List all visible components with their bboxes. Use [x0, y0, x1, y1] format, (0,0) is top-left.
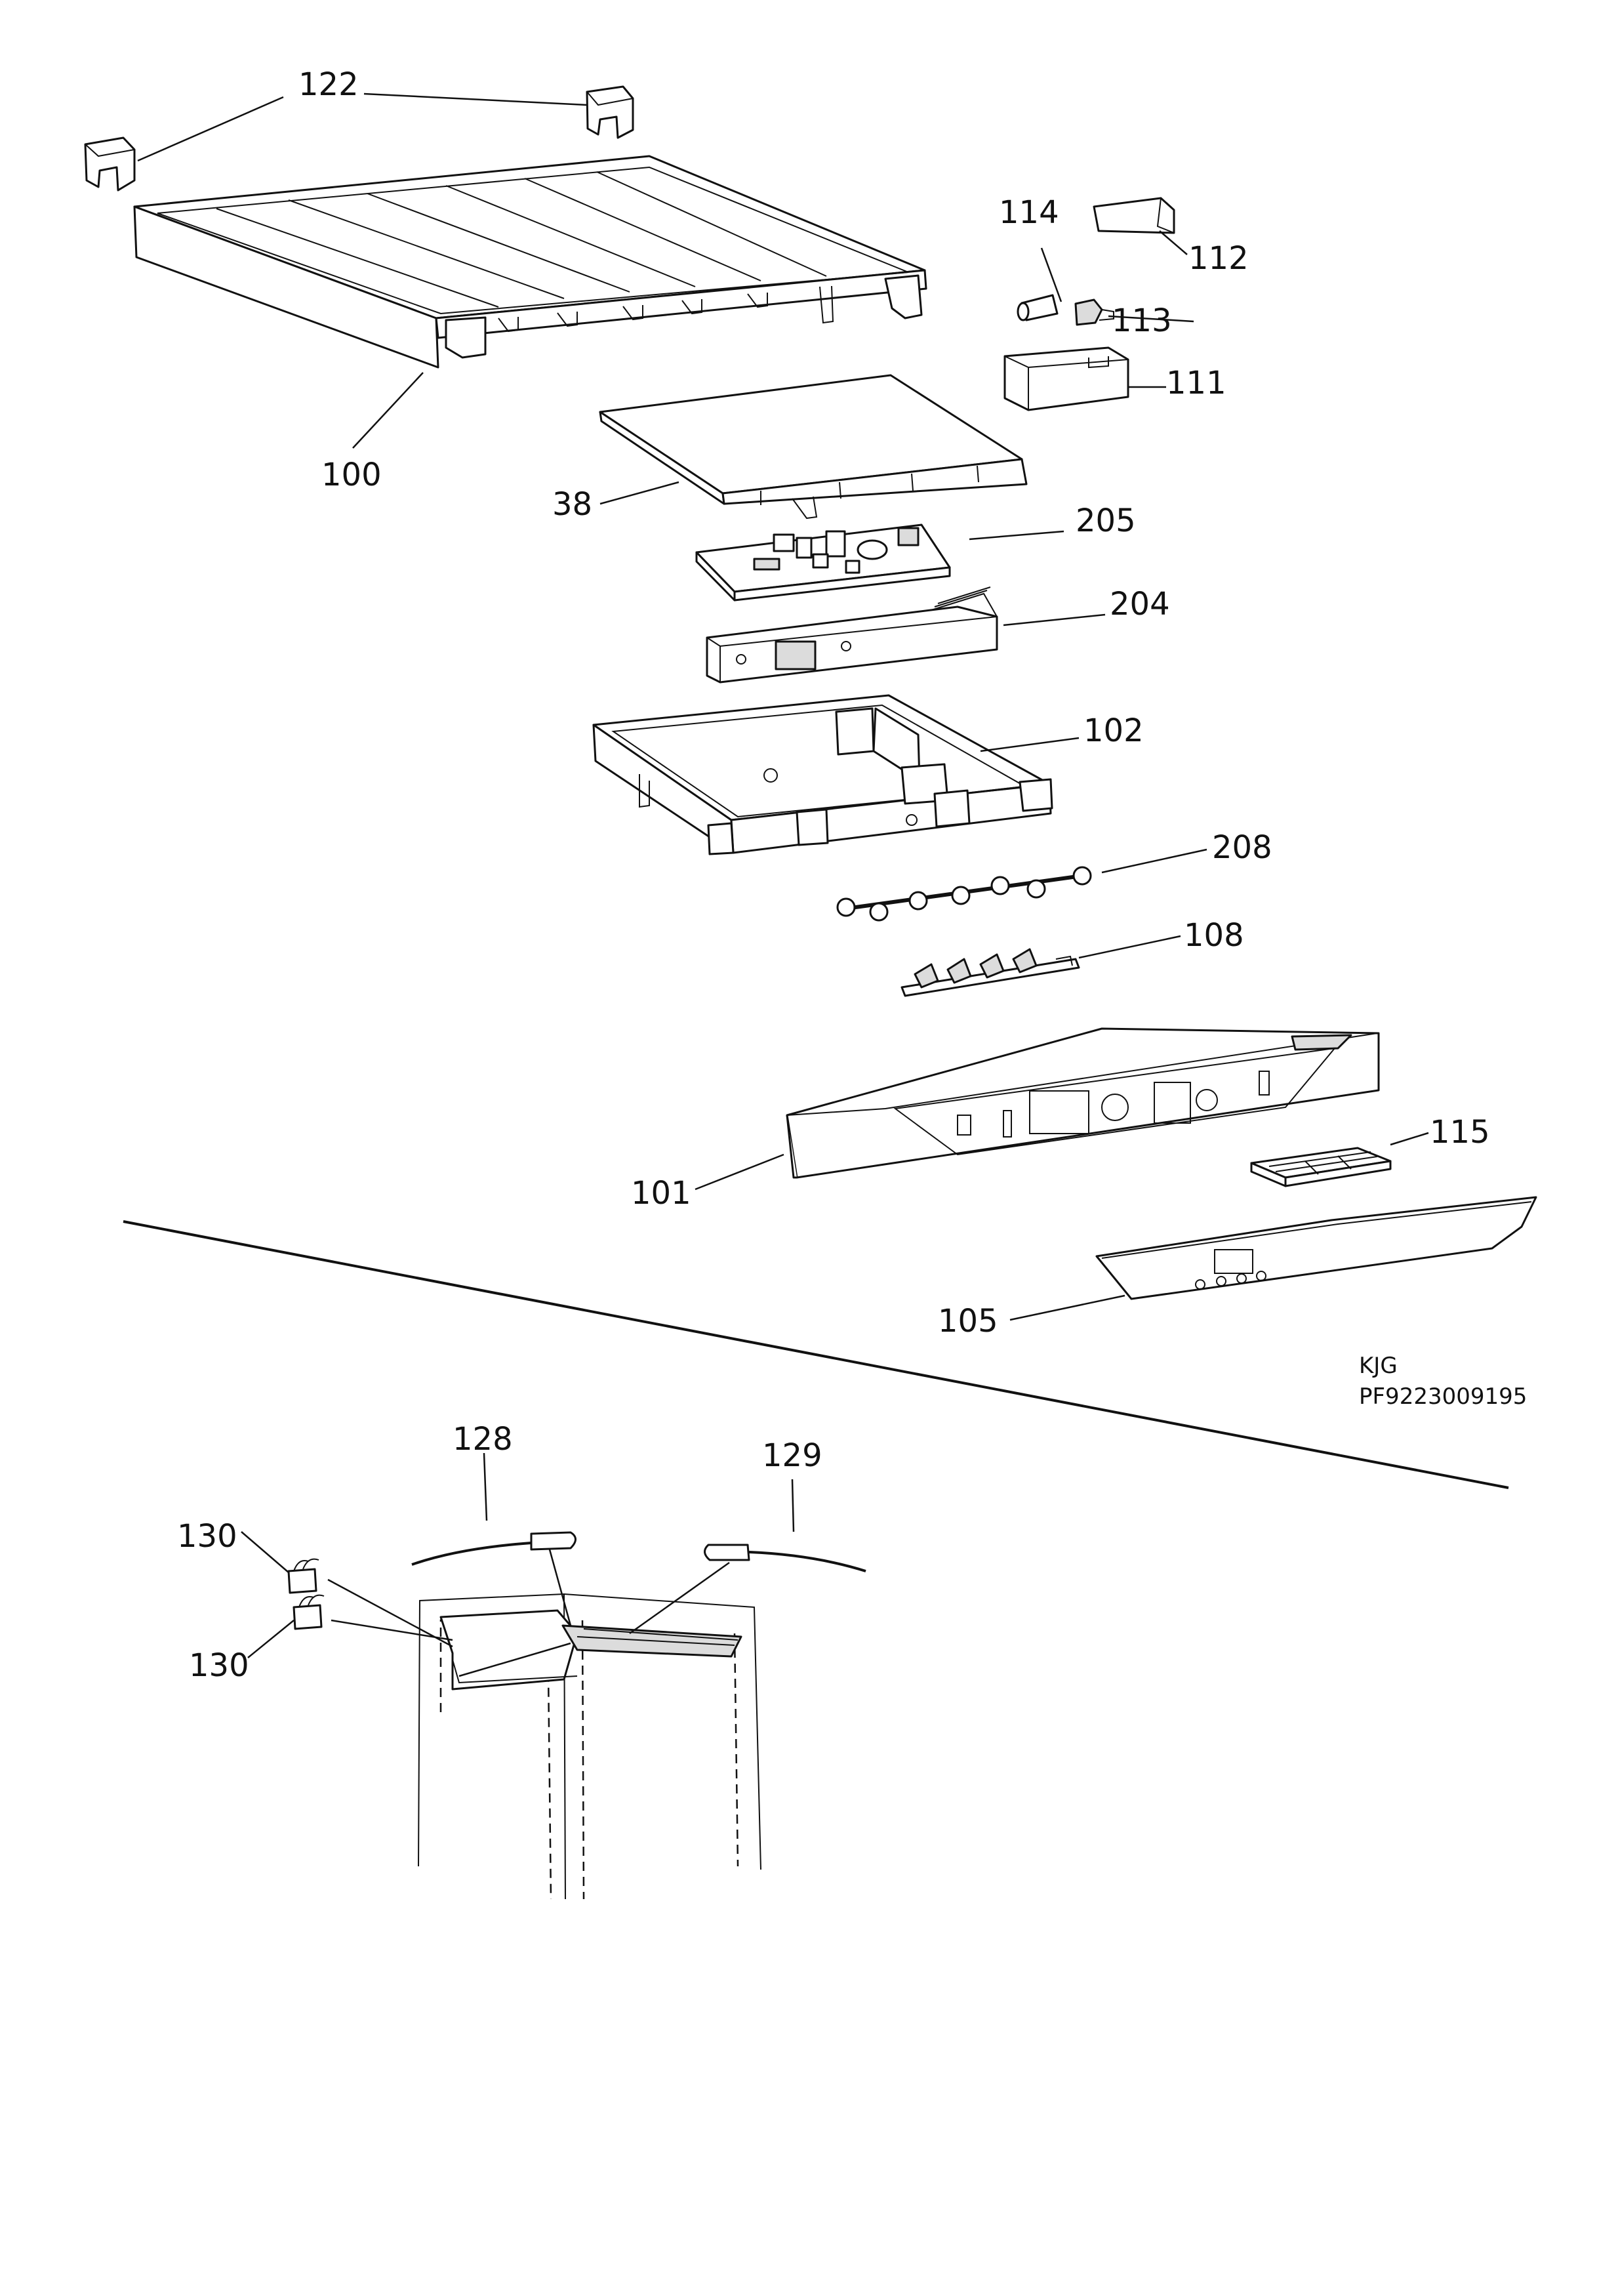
callout-114: 114	[999, 194, 1059, 231]
section-divider-line	[123, 1220, 1509, 1489]
part-114-bulb	[1017, 294, 1059, 321]
part-100-top-cover	[133, 155, 927, 369]
callout-112: 112	[1188, 240, 1249, 277]
callout-122: 122	[298, 66, 359, 103]
part-108-switch-strip	[900, 948, 1080, 997]
part-105-front-fascia	[1095, 1196, 1537, 1300]
callout-108: 108	[1184, 917, 1244, 954]
part-130-clip-lower	[293, 1594, 325, 1630]
part-204-display-pcb	[706, 586, 998, 684]
callout-128: 128	[453, 1421, 513, 1458]
part-115-filter-grid	[1250, 1147, 1392, 1187]
leader-lines	[137, 92, 1429, 1677]
callout-38: 38	[552, 486, 592, 523]
part-101-control-panel	[786, 1027, 1380, 1179]
part-128-sensor	[411, 1531, 576, 1566]
cabinet-outline	[418, 1593, 761, 1900]
callout-115: 115	[1430, 1114, 1490, 1151]
part-113-lamp-holder	[1074, 298, 1114, 326]
part-112-lamp-cover	[1093, 197, 1175, 234]
part-111-lamp-box	[1003, 346, 1129, 411]
part-130-clip-upper	[287, 1558, 319, 1594]
callout-204: 204	[1110, 586, 1170, 623]
callout-105: 105	[938, 1303, 998, 1340]
part-122-end-cap-left	[84, 136, 136, 192]
model-code-label: KJG	[1359, 1353, 1398, 1379]
callout-113: 113	[1112, 302, 1172, 339]
part-38-cover-plate	[599, 374, 1028, 520]
callout-111: 111	[1166, 365, 1226, 401]
callout-102: 102	[1083, 712, 1144, 749]
callout-130-upper: 130	[177, 1518, 237, 1555]
part-208-led-strip	[836, 866, 1092, 922]
part-205-control-pcb	[695, 523, 951, 602]
part-129-sensor	[704, 1544, 866, 1572]
part-122-end-cap-right	[586, 85, 634, 139]
product-number-label: PF9223009195	[1359, 1384, 1527, 1410]
callout-100: 100	[321, 457, 382, 493]
callout-208: 208	[1212, 829, 1272, 866]
callout-101: 101	[631, 1175, 691, 1212]
callout-205: 205	[1076, 502, 1136, 539]
callout-130-lower: 130	[189, 1647, 249, 1684]
callout-129: 129	[762, 1437, 822, 1474]
part-102-control-housing	[592, 694, 1053, 855]
